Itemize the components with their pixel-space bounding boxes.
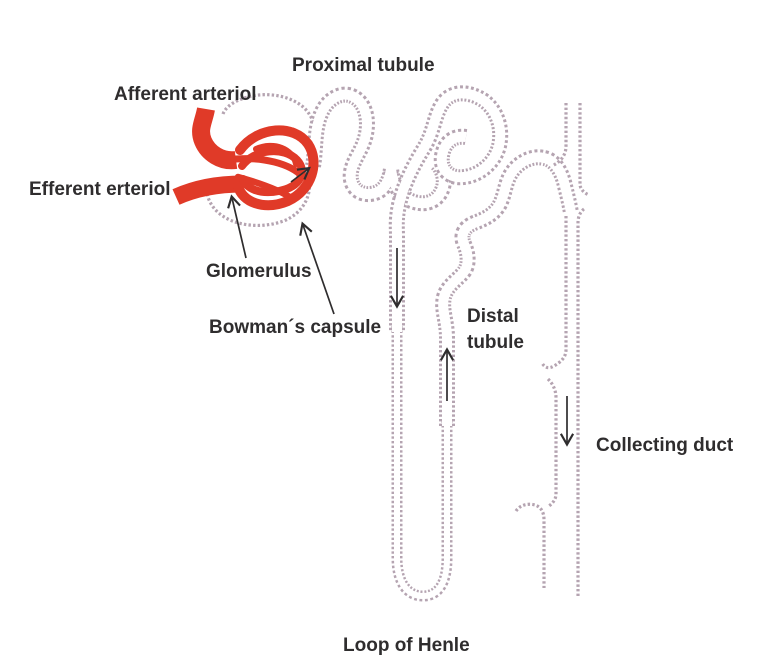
proximal-tubule-path bbox=[305, 86, 452, 212]
afferent-arteriole bbox=[192, 107, 238, 170]
label-bowmans-capsule: Bowman´s capsule bbox=[209, 317, 382, 338]
proximal-inlet-arrow bbox=[290, 166, 311, 183]
glomerulus-capillary-tuft bbox=[232, 125, 319, 211]
label-proximal-tubule: Proximal tubule bbox=[292, 55, 435, 76]
descending-limb-path bbox=[388, 85, 509, 332]
label-distal-tubule: Distal tubule bbox=[467, 306, 524, 353]
glomerulus-pointer-arrow bbox=[227, 194, 247, 259]
bowmans-capsule-pointer-arrow bbox=[299, 221, 335, 315]
label-loop-of-henle: Loop of Henle bbox=[343, 635, 470, 656]
collecting-duct-path bbox=[514, 103, 590, 597]
label-afferent-arteriol: Afferent arteriol bbox=[114, 84, 257, 105]
label-efferent-erteriol: Efferent erteriol bbox=[29, 179, 171, 200]
label-glomerulus: Glomerulus bbox=[206, 261, 312, 282]
loop-of-henle-path bbox=[391, 326, 453, 602]
distal-tubule-path bbox=[435, 149, 579, 426]
efferent-arteriole bbox=[172, 175, 243, 205]
label-collecting-duct: Collecting duct bbox=[596, 435, 734, 456]
